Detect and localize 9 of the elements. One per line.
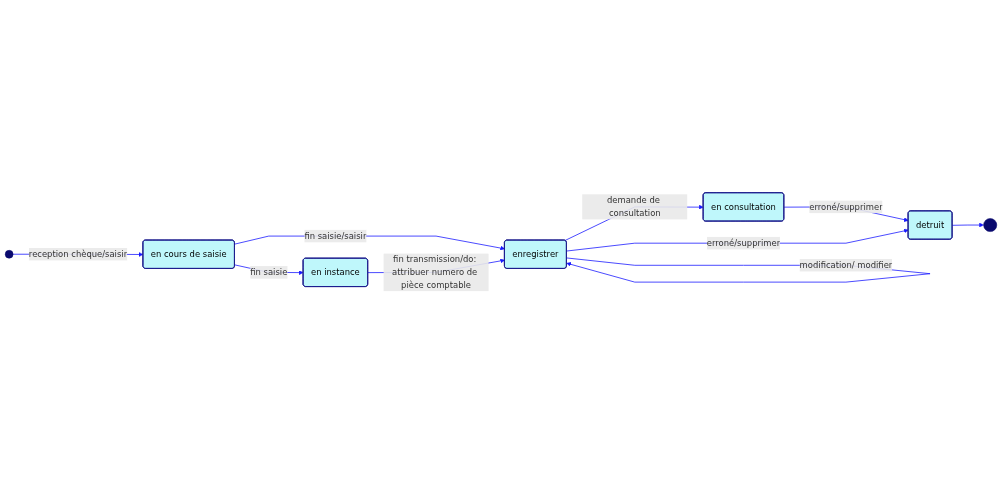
edge-label: fin saisie/saisir [304, 230, 367, 241]
node-circle [4, 249, 14, 258]
edge-label: erroné/supprimer [809, 201, 883, 212]
edge-label: reception chèque/saisir [28, 248, 128, 259]
edge-label: demande de consultation [606, 194, 661, 218]
edge-label: modification/ modifier [799, 259, 893, 270]
edge-label: erroné/supprimer [706, 237, 781, 248]
edge-label: fin transmission/do: attribuer numero de pièce comptable [392, 254, 478, 290]
edge-label: fin saisie [250, 266, 288, 277]
